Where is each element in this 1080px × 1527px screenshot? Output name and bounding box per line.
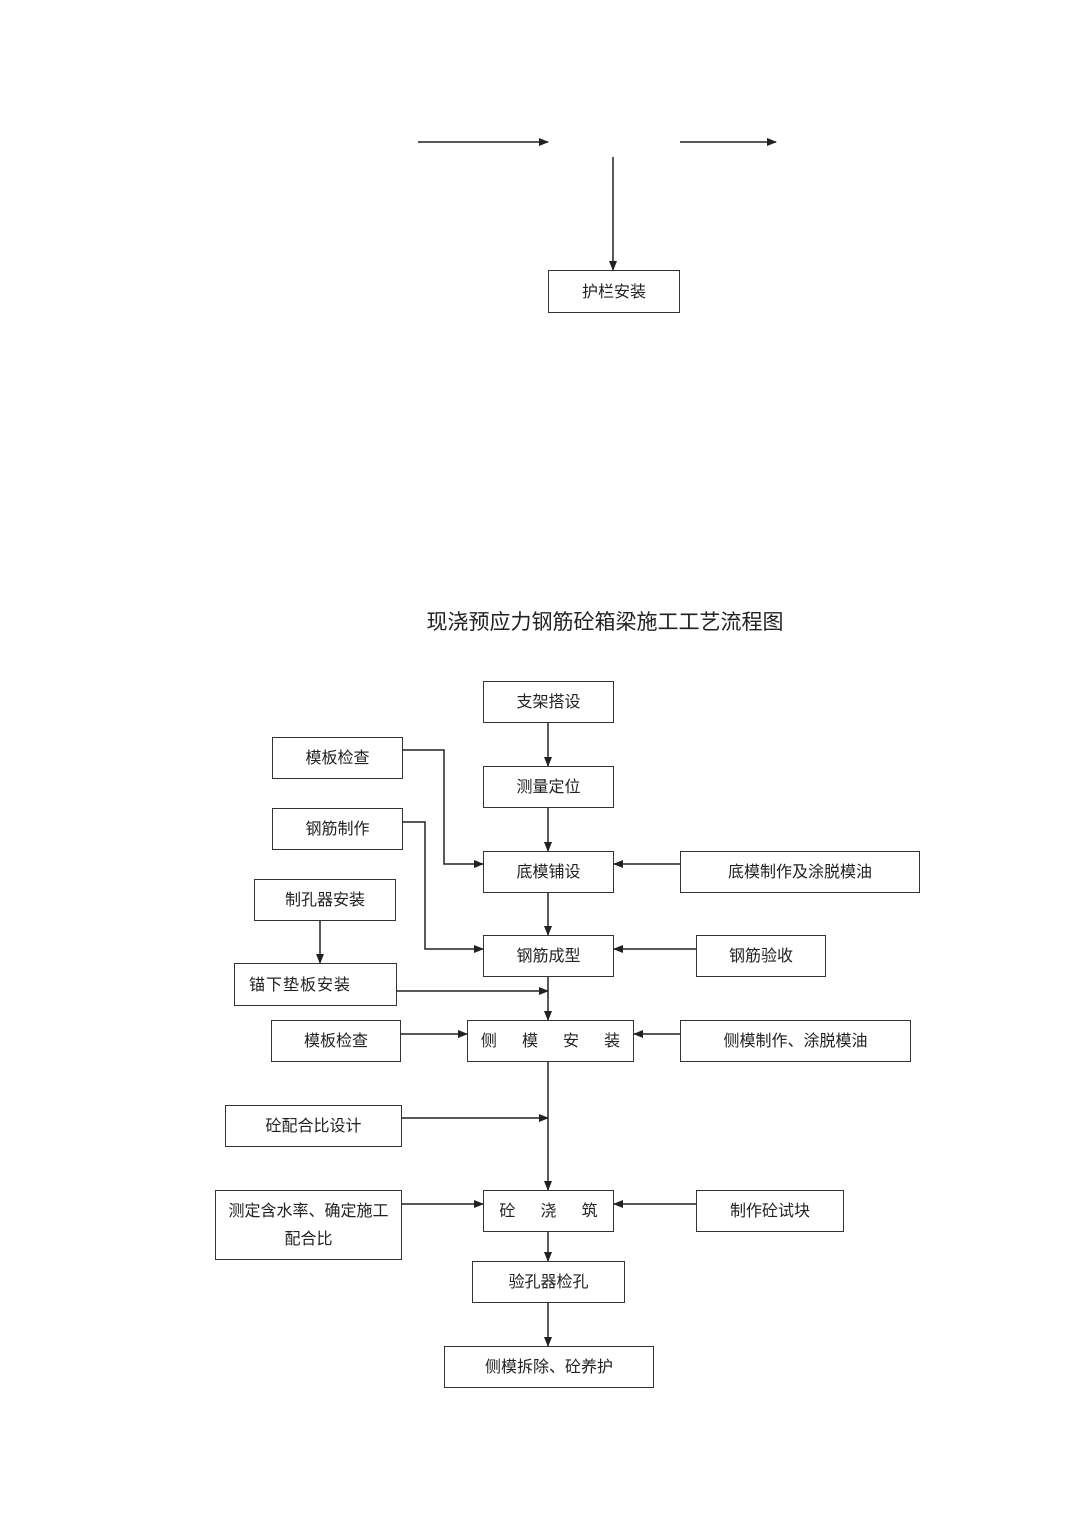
- node-side-form-making: 侧模制作、涂脱模油: [680, 1020, 911, 1062]
- node-label: 钢筋成型: [516, 946, 581, 965]
- node-support-erection: 支架搭设: [483, 681, 614, 723]
- node-side-form-install: 侧 模 安 装: [467, 1020, 634, 1062]
- node-label-line1: 测定含水率、确定施工: [228, 1201, 389, 1220]
- node-anchor-plate-install: 锚下垫板安装: [234, 963, 397, 1006]
- arrow-rebar-fabrication-to-forming: [403, 821, 484, 953]
- node-formwork-check-1: 模板检查: [272, 737, 403, 779]
- node-label: 护栏安装: [581, 281, 646, 301]
- node-label: 侧模拆除、砼养护: [484, 1357, 613, 1376]
- node-guardrail-install: 护栏安装: [548, 270, 680, 313]
- node-label: 锚下垫板安装: [249, 974, 352, 994]
- node-mix-design: 砼配合比设计: [225, 1105, 402, 1147]
- node-rebar-forming: 钢筋成型: [483, 935, 614, 977]
- node-label: 侧 模 安 装: [480, 1031, 631, 1050]
- node-label: 测量定位: [516, 777, 581, 796]
- node-rebar-acceptance: 钢筋验收: [696, 935, 826, 977]
- node-label-line2: 配合比: [284, 1229, 333, 1248]
- node-formwork-check-2: 模板检查: [271, 1020, 401, 1062]
- node-label: 钢筋验收: [728, 946, 793, 965]
- arrow-formwork-check-to-bottom-form: [403, 749, 484, 868]
- node-test-block-making: 制作砼试块: [696, 1190, 844, 1232]
- node-label: 模板检查: [305, 748, 370, 767]
- node-concrete-pouring: 砼 浇 筑: [483, 1190, 614, 1232]
- node-label: 侧模制作、涂脱模油: [723, 1031, 868, 1050]
- node-survey-positioning: 测量定位: [483, 766, 614, 808]
- node-bottom-form-laying: 底模铺设: [483, 851, 614, 893]
- node-label: 砼配合比设计: [265, 1116, 362, 1135]
- node-label: 钢筋制作: [305, 819, 370, 838]
- node-duct-check: 验孔器检孔: [472, 1261, 625, 1303]
- diagram-title: 现浇预应力钢筋砼箱梁施工工艺流程图: [426, 610, 784, 634]
- node-label: 底模铺设: [516, 862, 581, 881]
- node-label: 验孔器检孔: [508, 1272, 589, 1291]
- node-label: 砼 浇 筑: [499, 1201, 608, 1220]
- node-form-removal-curing: 侧模拆除、砼养护: [444, 1346, 654, 1388]
- node-label: 模板检查: [303, 1031, 368, 1050]
- node-label: 支架搭设: [516, 692, 581, 711]
- node-label: 底模制作及涂脱模油: [727, 862, 872, 881]
- node-label: 制作砼试块: [729, 1201, 810, 1220]
- node-rebar-fabrication: 钢筋制作: [272, 808, 403, 850]
- node-moisture-test: 测定含水率、确定施工 配合比: [215, 1190, 402, 1260]
- node-label: 制孔器安装: [284, 890, 365, 909]
- node-bottom-form-making: 底模制作及涂脱模油: [680, 851, 920, 893]
- node-duct-former-install: 制孔器安装: [254, 879, 396, 921]
